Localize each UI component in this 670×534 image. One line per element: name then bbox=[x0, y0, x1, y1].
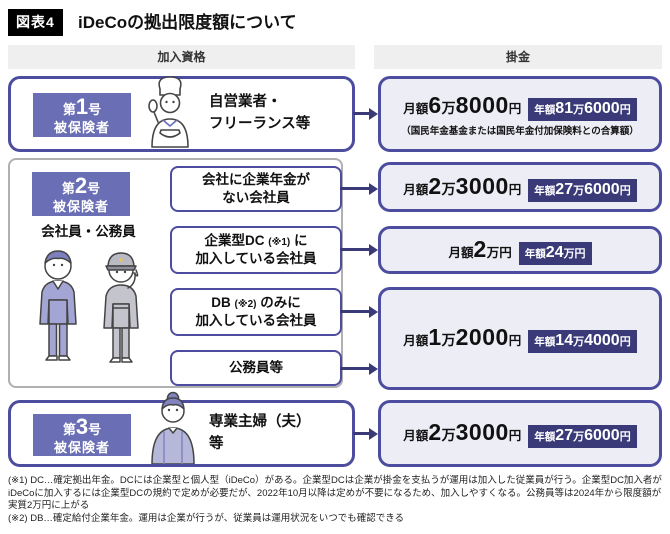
category1-badge-line2: 被保険者 bbox=[53, 119, 110, 135]
arrow-category1 bbox=[353, 107, 378, 120]
category1-badge: 第1号 被保険者 bbox=[33, 93, 131, 137]
category3-badge-line2: 被保険者 bbox=[53, 439, 110, 455]
category3-badge-line1: 第3号 bbox=[62, 413, 102, 439]
monthly-amount: 月額2万3000円 bbox=[403, 172, 522, 199]
monthly-amount: 月額6万8000円 bbox=[403, 91, 522, 118]
monthly-amount: 月額2万3000円 bbox=[403, 419, 522, 445]
figure-number-tag: 図表4 bbox=[8, 9, 63, 36]
yearly-amount-badge: 年額27万6000円 bbox=[528, 178, 637, 202]
monthly-amount: 月額2万円 bbox=[448, 235, 512, 262]
column-header-contribution: 掛金 bbox=[374, 45, 662, 69]
fee-box-self-employed: 月額6万8000円 年額81万6000円 （国民年金基金または国民年金付加保険料… bbox=[378, 76, 662, 152]
monthly-amount: 月額1万2000円 bbox=[403, 324, 522, 350]
category3-badge: 第3号 被保険者 bbox=[33, 414, 131, 456]
yearly-amount-badge: 年額14万4000円 bbox=[528, 330, 637, 353]
yearly-amount-badge: 年額27万6000円 bbox=[528, 425, 637, 448]
arrow-category3 bbox=[353, 427, 378, 440]
category1-badge-line1: 第1号 bbox=[62, 93, 102, 119]
yearly-amount-badge: 年額81万6000円 bbox=[528, 97, 637, 121]
category3-box: 第3号 被保険者 専業主婦（夫） 等 bbox=[8, 391, 355, 467]
office-worker-and-police-officer-illustration bbox=[39, 250, 139, 363]
fee-note: （国民年金基金または国民年金付加保険料との合算額） bbox=[401, 125, 639, 137]
category2-group-label: 会社員・公務員 bbox=[41, 224, 136, 239]
fee-box-homemaker: 月額2万3000円 年額27万6000円 bbox=[378, 400, 662, 467]
footnotes: (※1) DC…確定拠出年金。DCには企業型と個人型（iDeCo）がある。企業型… bbox=[8, 475, 664, 526]
category2-badge-line1: 第2号 bbox=[61, 172, 101, 198]
eligibility-box-no-corporate-pension: 会社に企業年金が ない会社員 bbox=[170, 166, 342, 212]
category3-label: 専業主婦（夫） 等 bbox=[209, 414, 311, 453]
category2-badge-line2: 被保険者 bbox=[52, 198, 109, 214]
housewife-illustration bbox=[151, 391, 195, 464]
arrow-corporate-dc bbox=[340, 243, 378, 256]
eligibility-box-db-only: DB (※2) のみに 加入している会社員 bbox=[170, 288, 342, 336]
category1-label: 自営業者・ フリーランス等 bbox=[209, 94, 311, 133]
eligibility-box-corporate-dc: 企業型DC (※1) に 加入している会社員 bbox=[170, 226, 342, 274]
arrow-public-servant bbox=[340, 362, 378, 375]
fee-box-corporate-dc: 月額2万円 年額24万円 bbox=[378, 226, 662, 274]
chef-self-employed-illustration bbox=[148, 76, 189, 148]
column-header-eligibility: 加入資格 bbox=[8, 45, 355, 69]
page-title: iDeCoの拠出限度額について bbox=[78, 13, 297, 32]
yearly-amount-badge: 年額24万円 bbox=[518, 241, 592, 265]
fee-box-no-corporate-pension: 月額2万3000円 年額27万6000円 bbox=[378, 162, 662, 212]
footnote-1: (※1) DC…確定拠出年金。DCには企業型と個人型（iDeCo）がある。企業型… bbox=[8, 475, 662, 512]
arrow-no-corporate-pension bbox=[340, 182, 378, 195]
footnote-2: (※2) DB…確定給付企業年金。運用は企業が行うが、従業員は運用状況をいつでも… bbox=[8, 513, 405, 525]
arrow-db-only bbox=[340, 305, 378, 318]
category1-box: 第1号 被保険者 自営業者・ フリーランス等 bbox=[8, 76, 355, 152]
category2-group-box: 第2号 被保険者 会社員・公務員 bbox=[8, 158, 343, 388]
eligibility-box-public-servant: 公務員等 bbox=[170, 350, 342, 386]
category2-badge: 第2号 被保険者 bbox=[32, 172, 130, 216]
fee-box-db-and-public-servant: 月額1万2000円 年額14万4000円 bbox=[378, 287, 662, 390]
